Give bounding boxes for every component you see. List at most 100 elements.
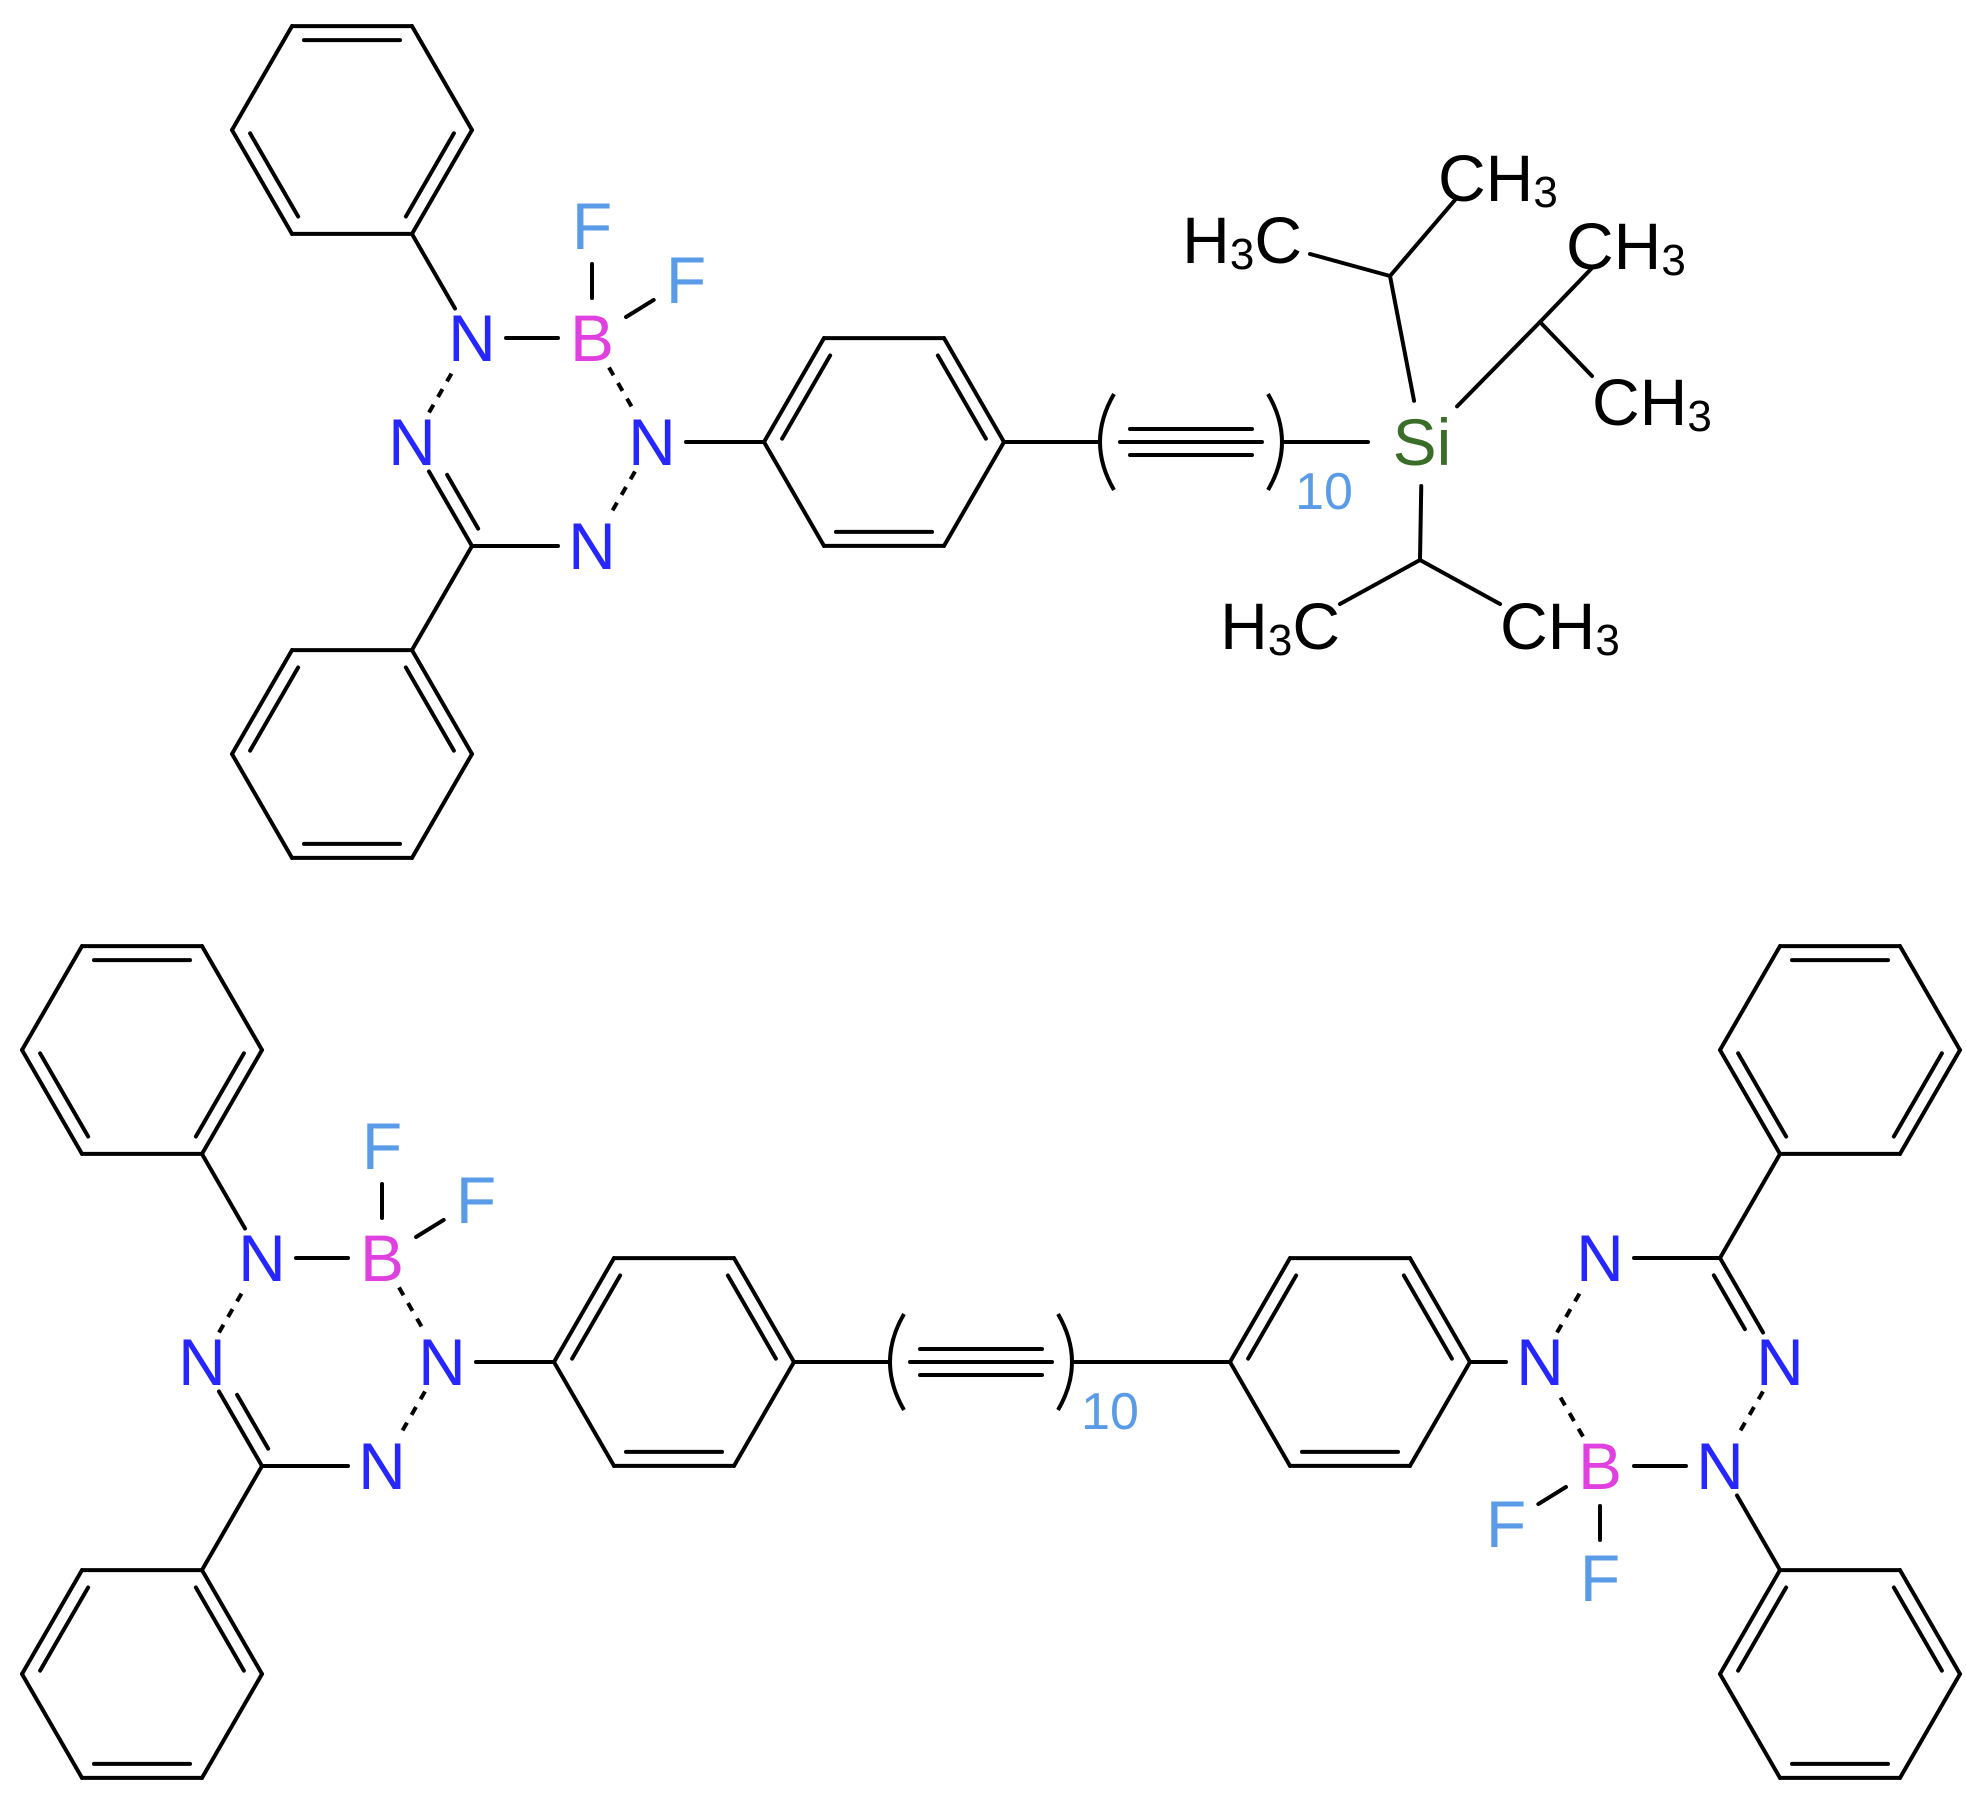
- mol2-right-atom-N3: N: [1576, 1221, 1624, 1295]
- mol2-left-B-F-bond2: [414, 1217, 446, 1239]
- mol2-left-B-N-bond: [397, 1286, 427, 1334]
- mol2-left-n-phenyl-ring-bond: [200, 944, 264, 1052]
- mol1-repeat-count: 10: [1295, 463, 1353, 521]
- mol2-right-n-phenyl-ring-bond: [1718, 1672, 1782, 1780]
- mol1-c-phenyl-ring-bond: [410, 752, 474, 860]
- mol1-iPr-CH3-bond: [1388, 198, 1457, 278]
- mol2-left-atom-F2: F: [456, 1163, 496, 1237]
- mol2-left-C-phenyl-bond: [200, 1464, 264, 1572]
- mol2-right-n-phenyl-ring-bond: [1898, 1672, 1962, 1780]
- mol2-left-N-phenyl-bond: [200, 1152, 248, 1231]
- mol2-repeat-count: 10: [1081, 1383, 1139, 1441]
- mol1-methyl-label4: CH3: [1592, 365, 1712, 441]
- mol2-close-parenthesis: [1056, 1312, 1074, 1412]
- mol2-left-phenylene-ring-bond: [552, 1256, 616, 1364]
- mol1-Si-iPr-bond2: [1455, 320, 1542, 409]
- mol2-left-atom-F1: F: [362, 1109, 402, 1183]
- mol2-right-B-F-bond2: [1536, 1485, 1568, 1507]
- mol2-right-atom-F1: F: [1580, 1541, 1620, 1615]
- mol2-left-phenylene-ring-bond: [732, 1360, 796, 1468]
- mol1-methyl-label6: CH3: [1500, 589, 1620, 665]
- mol2-right-c-phenyl-ring-bond: [1898, 944, 1962, 1052]
- mol2-left-atom-N1: N: [238, 1221, 286, 1295]
- mol2-left-C-N-double-bond: [216, 1389, 264, 1468]
- mol1-n-phenyl-ring-bond: [230, 24, 294, 132]
- mol1-C-N-double-bond-second-line: [445, 472, 481, 531]
- mol1-iPr-CH3-bond5: [1338, 558, 1422, 606]
- mol1-C-N-double-bond: [426, 469, 474, 548]
- mol1-close-parenthesis: [1266, 392, 1284, 492]
- mol1-open-parenthesis: [1098, 392, 1116, 492]
- mol1-B-N-bond: [607, 366, 637, 414]
- mol2-left-N-N-bond2: [217, 1286, 247, 1334]
- mol2-right-B-N-bond: [1555, 1390, 1585, 1438]
- bond-layer: [20, 24, 1962, 1780]
- mol2-left-C-N-double-bond-second-line: [235, 1392, 271, 1451]
- mol1-c-phenyl-ring-bond: [230, 752, 294, 860]
- mol2-open-parenthesis: [888, 1312, 906, 1412]
- mol2-right-n-phenyl-ring-bond-second-line: [1891, 1585, 1944, 1673]
- mol2-right-atom-N1: N: [1696, 1429, 1744, 1503]
- mol2-left-c-phenyl-ring-bond: [200, 1568, 264, 1676]
- mol1-n-phenyl-ring-bond: [410, 128, 474, 236]
- mol1-methyl-label5: H3C: [1220, 589, 1340, 665]
- mol1-N-N-bond: [607, 470, 637, 518]
- mol2-left-atom-N4: N: [178, 1325, 226, 1399]
- mol1-iPr-CH3-bond2: [1308, 252, 1392, 278]
- mol2-right-C-phenyl-bond: [1718, 1152, 1782, 1260]
- mol2-left-phenylene-ring-bond-second-line: [725, 1273, 778, 1361]
- mol1-iPr-CH3-bond4: [1538, 320, 1594, 378]
- mol1-atom-F1: F: [572, 189, 612, 263]
- mol2-right-atom-F2: F: [1486, 1487, 1526, 1561]
- mol2-left-n-phenyl-ring-bond: [20, 944, 84, 1052]
- mol2-right-n-phenyl-ring-bond-second-line: [1736, 1585, 1789, 1673]
- mol2-right-atom-B: B: [1578, 1429, 1622, 1503]
- mol2-left-c-phenyl-ring-bond: [20, 1568, 84, 1676]
- mol2-left-n-phenyl-ring-bond-second-line: [38, 1051, 91, 1139]
- mol2-left-c-phenyl-ring-bond: [200, 1672, 264, 1780]
- mol1-phenylene-ring-bond-second-line: [935, 353, 988, 441]
- mol1-methyl-label2: H3C: [1182, 203, 1302, 279]
- mol1-atom-Si: Si: [1393, 405, 1452, 479]
- mol2-right-C-N-double-bond: [1718, 1256, 1766, 1335]
- mol2-right-n-phenyl-ring-bond: [1898, 1568, 1962, 1676]
- mol1-B-F-bond2: [624, 297, 656, 319]
- mol2-right-n-phenyl-ring-bond: [1718, 1568, 1782, 1676]
- mol2-right-N-N-bond: [1555, 1286, 1585, 1334]
- mol2-left-c-phenyl-ring-bond: [20, 1672, 84, 1780]
- mol2-right-phenylene-ring-bond-second-line: [1246, 1273, 1299, 1361]
- mol1-atom-F2: F: [666, 243, 706, 317]
- mol1-n-phenyl-ring-bond-second-line: [403, 131, 456, 219]
- mol2-left-N-N-bond: [397, 1390, 427, 1438]
- mol2-right-c-phenyl-ring-bond: [1718, 1048, 1782, 1156]
- mol2-right-c-phenyl-ring-bond-second-line: [1736, 1051, 1789, 1139]
- mol1-N-phenyl-bond: [410, 232, 458, 311]
- mol1-phenylene-ring-bond: [942, 336, 1006, 444]
- mol2-left-phenylene-ring-bond: [732, 1256, 796, 1364]
- mol2-right-phenylene-ring-bond: [1228, 1360, 1292, 1468]
- mol2-right-phenylene-ring-bond: [1408, 1360, 1472, 1468]
- mol2-left-c-phenyl-ring-bond-second-line: [193, 1585, 246, 1673]
- mol2-right-c-phenyl-ring-bond: [1898, 1048, 1962, 1156]
- mol1-Si-iPr-bond3: [1418, 483, 1424, 562]
- mol2-left-n-phenyl-ring-bond: [200, 1048, 264, 1156]
- mol2-left-phenylene-ring-bond: [552, 1360, 616, 1468]
- mol1-c-phenyl-ring-bond: [230, 648, 294, 756]
- mol1-atom-N1: N: [448, 301, 496, 375]
- mol2-left-n-phenyl-ring-bond-second-line: [193, 1051, 246, 1139]
- mol1-atom-B: B: [570, 301, 614, 375]
- mol1-n-phenyl-ring-bond: [230, 128, 294, 236]
- mol2-right-phenylene-ring-bond: [1228, 1256, 1292, 1364]
- mol2-left-phenylene-ring-bond-second-line: [570, 1273, 623, 1361]
- mol1-n-phenyl-ring-bond: [410, 24, 474, 132]
- mol1-phenylene-ring-bond: [762, 440, 826, 548]
- mol2-left-n-phenyl-ring-bond: [20, 1048, 84, 1156]
- mol1-methyl-label3: CH3: [1566, 209, 1686, 285]
- mol1-phenylene-ring-bond-second-line: [780, 353, 833, 441]
- mol1-atom-N3: N: [568, 509, 616, 583]
- mol2-right-atom-N2: N: [1516, 1325, 1564, 1399]
- mol2-left-atom-B: B: [360, 1221, 404, 1295]
- mol1-phenylene-ring-bond: [762, 336, 826, 444]
